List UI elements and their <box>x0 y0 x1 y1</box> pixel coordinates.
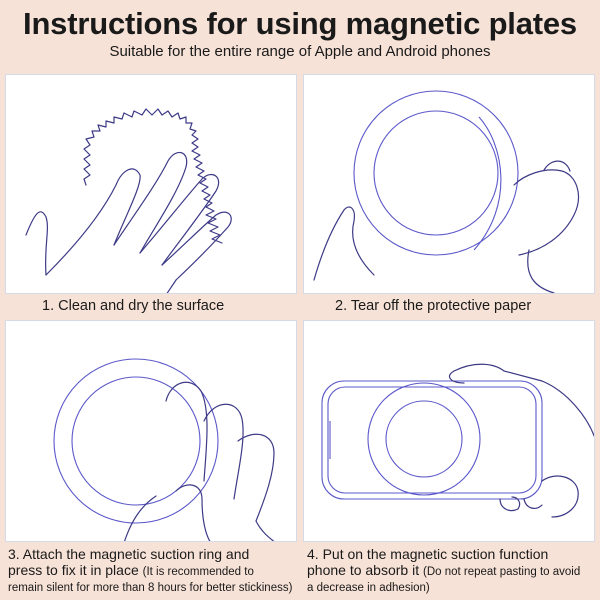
page-subtitle: Suitable for the entire range of Apple a… <box>109 43 491 60</box>
step-3-caption: 3. Attach the magnetic suction ring and … <box>8 546 292 596</box>
step-2-caption: 2. Tear off the protective paper <box>335 298 532 314</box>
cleaning-hand-icon <box>25 108 232 293</box>
page-title: Instructions for using magnetic plates <box>23 6 577 41</box>
step-3-note: (It is recommended to <box>142 566 254 578</box>
step-4-caption-line1: 4. Put on the magnetic suction function <box>307 546 549 562</box>
step-4-illustration <box>303 320 595 542</box>
step-2-illustration <box>303 74 595 294</box>
step-3-illustration <box>5 320 297 542</box>
step-3-caption-line1: 3. Attach the magnetic suction ring and <box>8 546 250 562</box>
step-1-illustration <box>5 74 297 294</box>
step-3-caption-line2: press to fix it in place (It is recommen… <box>8 562 292 580</box>
press-ring-icon <box>53 358 275 541</box>
step-4-note: (Do not repeat pasting to avoid <box>422 566 581 578</box>
step-1-caption: 1. Clean and dry the surface <box>42 298 225 314</box>
step-4-caption-line2: phone to absorb it (Do not repeat pastin… <box>307 562 580 580</box>
step-3-note-line2: remain silent for more than 8 hours for … <box>8 582 293 594</box>
step-4-note-line2: a decrease in adhesion) <box>307 582 430 594</box>
step-4-caption: 4. Put on the magnetic suction function … <box>307 546 580 596</box>
peeling-ring-icon <box>313 90 579 293</box>
step-3-caption-main: press to fix it in place <box>8 562 143 578</box>
step-4-caption-main: phone to absorb it <box>307 562 423 578</box>
phone-ring-icon <box>321 363 594 518</box>
